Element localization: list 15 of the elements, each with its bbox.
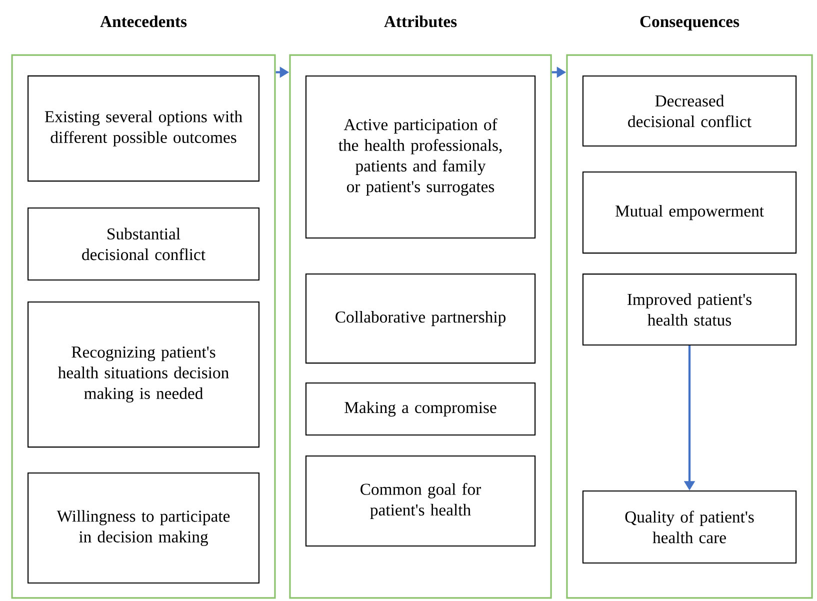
text-box: Collaborative partnership xyxy=(305,273,536,364)
text-box: Improved patient's health status xyxy=(582,274,797,346)
text-box: Quality of patient's health care xyxy=(582,490,797,564)
text-box: Willingness to participate in decision making xyxy=(28,472,260,584)
column-heading: Consequences xyxy=(640,16,740,31)
text-box: Substantial decisional conflict xyxy=(28,207,260,281)
text-box: Decreased decisional conflict xyxy=(582,75,797,147)
text-box: Common goal for patient's health xyxy=(305,455,536,547)
text-box: Existing several options with different possible outcomes xyxy=(28,75,260,182)
text-box: Making a compromise xyxy=(305,382,536,436)
text-box: Active participation of the health professionals, patients and family or patient's surrogates xyxy=(305,75,536,239)
text-box: Recognizing patient's health situations decision making is needed xyxy=(28,301,260,448)
column-heading: Attributes xyxy=(384,15,457,28)
text-box: Mutual empowerment xyxy=(582,171,797,254)
column-heading: Antecedents xyxy=(100,15,187,28)
